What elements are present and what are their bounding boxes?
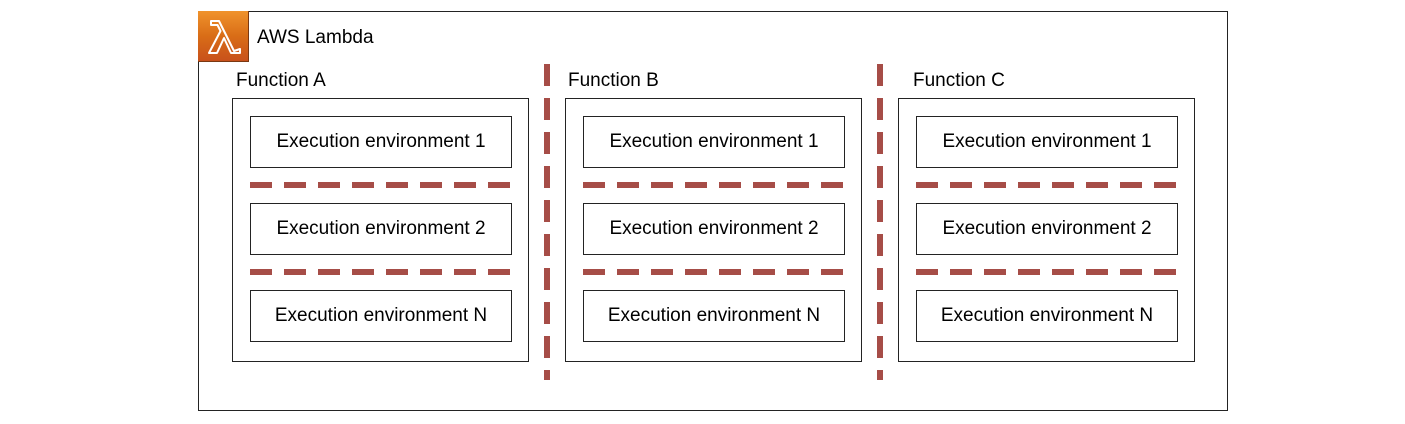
function-isolation-divider: [544, 64, 550, 380]
execution-environment-box: Execution environment 2: [250, 203, 512, 255]
isolation-divider: [916, 182, 1179, 188]
execution-environment-box: Execution environment N: [250, 290, 512, 342]
execution-environment-box: Execution environment 1: [250, 116, 512, 168]
execution-environment-box: Execution environment N: [583, 290, 845, 342]
function-c-label: Function C: [913, 70, 1005, 91]
execution-environment-box: Execution environment N: [916, 290, 1178, 342]
service-title: AWS Lambda: [257, 27, 374, 48]
isolation-divider: [583, 182, 846, 188]
isolation-divider: [916, 269, 1179, 275]
function-a-box: Execution environment 1 Execution enviro…: [232, 98, 529, 362]
execution-environment-box: Execution environment 1: [916, 116, 1178, 168]
isolation-divider: [250, 269, 513, 275]
execution-environment-box: Execution environment 2: [583, 203, 845, 255]
aws-lambda-container: [198, 11, 1228, 411]
function-c-box: Execution environment 1 Execution enviro…: [898, 98, 1195, 362]
execution-environment-box: Execution environment 1: [583, 116, 845, 168]
execution-environment-box: Execution environment 2: [916, 203, 1178, 255]
function-b-label: Function B: [568, 70, 659, 91]
function-isolation-divider: [877, 64, 883, 380]
function-b-box: Execution environment 1 Execution enviro…: [565, 98, 862, 362]
isolation-divider: [583, 269, 846, 275]
isolation-divider: [250, 182, 513, 188]
function-a-label: Function A: [236, 70, 326, 91]
aws-lambda-icon: [198, 11, 249, 62]
